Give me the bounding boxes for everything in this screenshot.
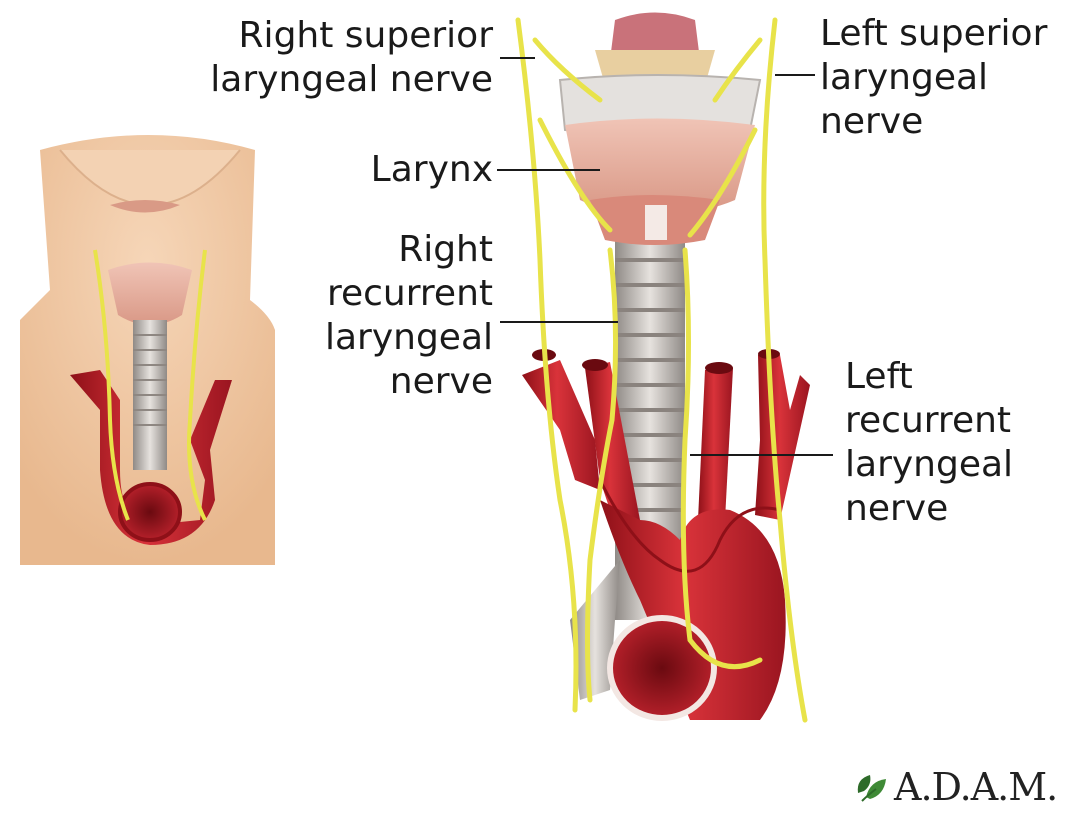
label-right-recurrent-laryngeal-nerve: Right recurrent laryngeal nerve (300, 228, 493, 404)
label-left-superior-laryngeal-nerve: Left superior laryngeal nerve (820, 12, 1070, 144)
logo-text: A.D.A.M. (894, 765, 1057, 809)
main-figure (497, 13, 833, 721)
adam-logo: A.D.A.M. (852, 762, 1057, 812)
inset-larynx (108, 263, 192, 326)
aorta-lumen (610, 618, 714, 718)
leaf-icon (852, 767, 892, 807)
inset-figure (20, 135, 275, 565)
label-left-recurrent-laryngeal-nerve: Left recurrent laryngeal nerve (845, 355, 1055, 531)
label-right-superior-laryngeal-nerve: Right superior laryngeal nerve (170, 14, 493, 102)
inset-aorta-lumen (120, 484, 180, 540)
cricoid-center (645, 205, 667, 240)
label-larynx: Larynx (330, 148, 493, 192)
